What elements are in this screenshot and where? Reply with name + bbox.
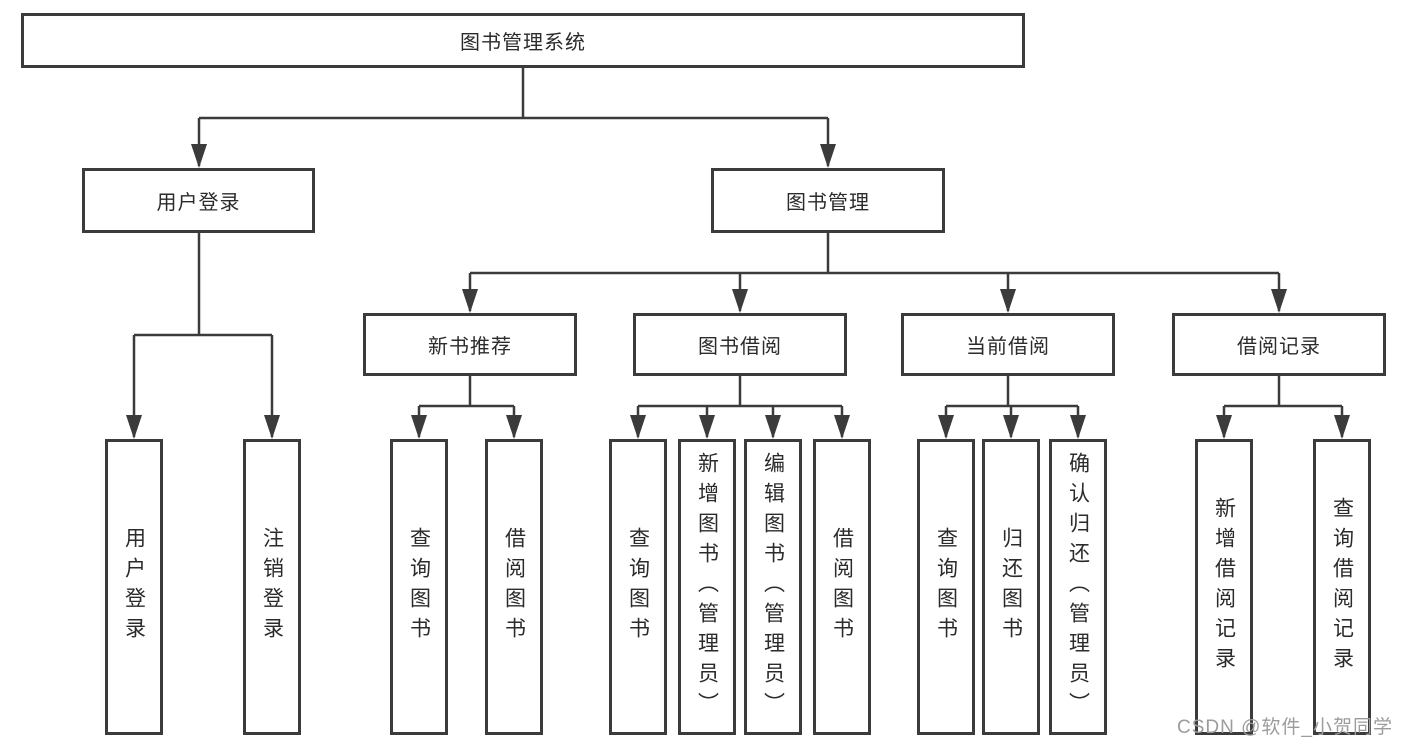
leaf-query-books-recommend-label: 查询图书 [407, 527, 431, 647]
leaf-confirm-return-admin-label: 确认归还（管理员） [1066, 452, 1090, 722]
leaf-query-borrow-record-label: 查询借阅记录 [1330, 497, 1354, 677]
leaf-add-book-admin-label: 新增图书（管理员） [695, 452, 719, 722]
leaf-add-borrow-record-label: 新增借阅记录 [1212, 497, 1236, 677]
leaf-query-books-recommend: 查询图书 [390, 439, 448, 735]
node-new-book-recommendation: 新书推荐 [363, 313, 577, 376]
leaf-return-books: 归还图书 [982, 439, 1040, 735]
leaf-query-books-current-label: 查询图书 [934, 527, 958, 647]
leaf-add-book-admin: 新增图书（管理员） [678, 439, 736, 735]
leaf-edit-book-admin: 编辑图书（管理员） [744, 439, 802, 735]
leaf-edit-book-admin-label: 编辑图书（管理员） [761, 452, 785, 722]
node-user-login: 用户登录 [82, 168, 315, 233]
leaf-query-books-current: 查询图书 [917, 439, 975, 735]
leaf-query-borrow-record: 查询借阅记录 [1313, 439, 1371, 735]
leaf-query-books-borrowing: 查询图书 [609, 439, 667, 735]
leaf-borrow-books-recommend: 借阅图书 [485, 439, 543, 735]
node-book-management: 图书管理 [711, 168, 945, 233]
node-book-borrowing: 图书借阅 [633, 313, 847, 376]
node-current-borrowing: 当前借阅 [901, 313, 1115, 376]
leaf-return-books-label: 归还图书 [999, 527, 1023, 647]
leaf-user-login-label: 用户登录 [122, 527, 146, 647]
leaf-borrow-books-borrowing-label: 借阅图书 [830, 527, 854, 647]
watermark: CSDN @软件_小贺同学 [1177, 717, 1393, 738]
leaf-confirm-return-admin: 确认归还（管理员） [1049, 439, 1107, 735]
leaf-user-login: 用户登录 [105, 439, 163, 735]
leaf-borrow-books-borrowing: 借阅图书 [813, 439, 871, 735]
leaf-logout-label: 注销登录 [260, 527, 284, 647]
leaf-borrow-books-recommend-label: 借阅图书 [502, 527, 526, 647]
node-borrowing-records: 借阅记录 [1172, 313, 1386, 376]
node-book-management-system: 图书管理系统 [21, 13, 1025, 68]
leaf-add-borrow-record: 新增借阅记录 [1195, 439, 1253, 735]
leaf-query-books-borrowing-label: 查询图书 [626, 527, 650, 647]
leaf-logout: 注销登录 [243, 439, 301, 735]
